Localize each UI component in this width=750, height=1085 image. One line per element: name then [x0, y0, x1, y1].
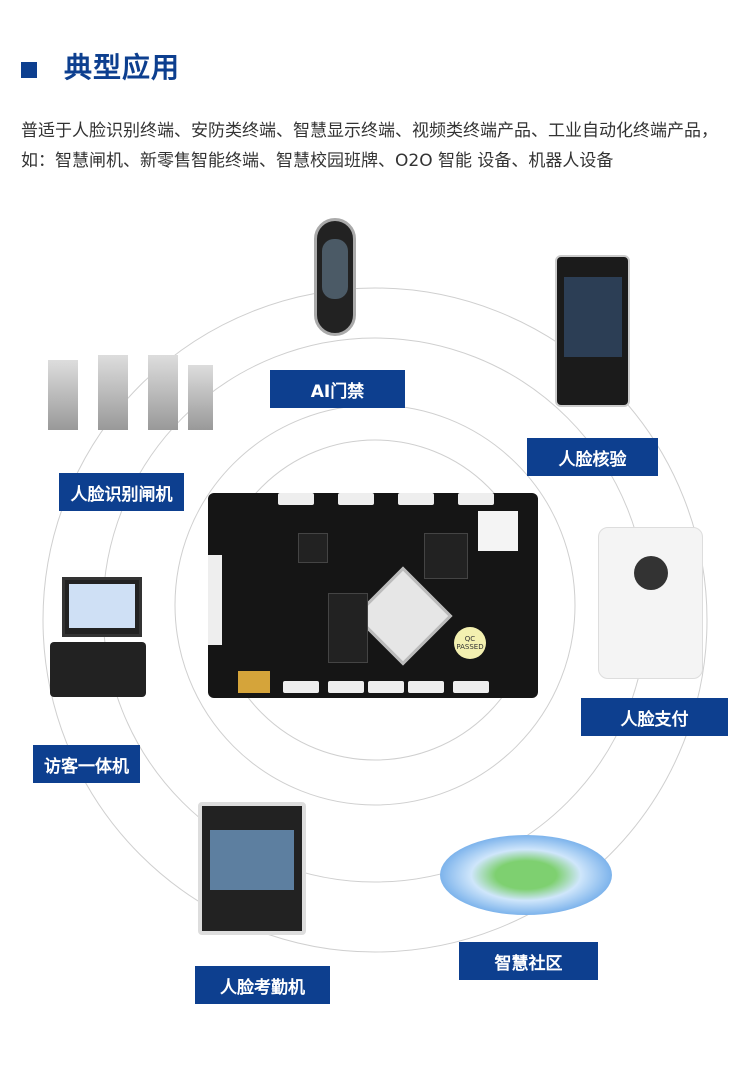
face-verification-device-image — [555, 255, 630, 407]
label-ai-access-control: AI门禁 — [270, 370, 405, 408]
label-face-recognition-gate: 人脸识别闸机 — [59, 473, 184, 511]
mainboard-image: QC PASSED — [208, 493, 538, 698]
face-payment-device-image — [598, 527, 703, 679]
visitor-kiosk-image — [40, 577, 148, 717]
access-control-device-image — [314, 218, 356, 336]
description: 普适于人脸识别终端、安防类终端、智慧显示终端、视频类终端产品、工业自动化终端产品… — [21, 121, 718, 171]
qc-passed-sticker: QC PASSED — [454, 627, 486, 659]
label-face-payment: 人脸支付 — [581, 698, 728, 736]
attendance-device-image — [198, 802, 306, 935]
page-title: 典型应用 — [64, 51, 181, 84]
smart-community-image — [440, 835, 612, 915]
label-face-verification: 人脸核验 — [527, 438, 658, 476]
label-face-attendance: 人脸考勤机 — [195, 966, 330, 1004]
label-smart-community: 智慧社区 — [459, 942, 598, 980]
title-marker — [21, 62, 37, 78]
label-visitor-kiosk: 访客一体机 — [33, 745, 140, 783]
turnstile-image — [38, 345, 218, 435]
soc-chip — [353, 566, 453, 666]
